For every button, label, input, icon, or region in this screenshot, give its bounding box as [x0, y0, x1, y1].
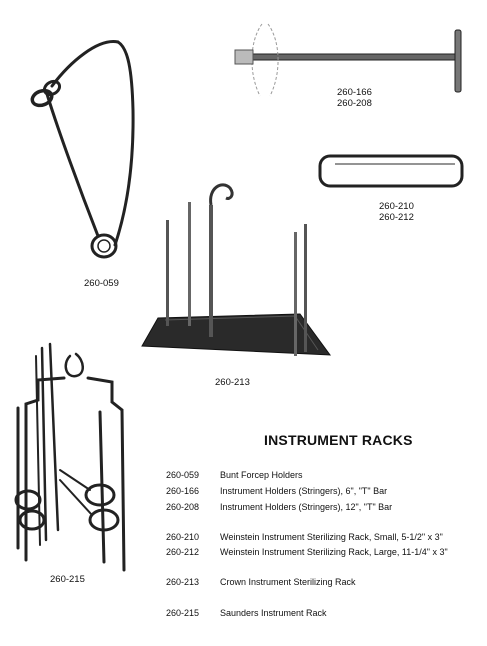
saunders-rack-illustration	[14, 342, 126, 572]
catalog-row: 260-215 Saunders Instrument Rack	[166, 608, 327, 619]
item-description: Saunders Instrument Rack	[220, 608, 327, 618]
catalog-row: 260-210 Weinstein Instrument Sterilizing …	[166, 532, 443, 543]
label-260-213: 260-213	[215, 377, 250, 388]
label-260-215: 260-215	[50, 574, 85, 585]
label-260-210: 260-210	[379, 201, 414, 212]
weinstein-rack-illustration	[318, 154, 464, 188]
label-260-059: 260-059	[84, 278, 119, 289]
item-description: Bunt Forcep Holders	[220, 470, 303, 480]
item-code: 260-213	[166, 577, 200, 587]
catalog-row: 260-166 Instrument Holders (Stringers), 6…	[166, 486, 387, 497]
label-260-212: 260-212	[379, 212, 414, 223]
item-description: Instrument Holders (Stringers), 6", "T" …	[220, 486, 388, 496]
label-260-208: 260-208	[337, 98, 372, 109]
catalog-row: 260-213 Crown Instrument Sterilizing Rack	[166, 577, 356, 588]
item-description: Instrument Holders (Stringers), 12", "T"…	[220, 502, 393, 512]
item-code: 260-166	[166, 486, 200, 496]
label-260-166: 260-166	[337, 87, 372, 98]
forcep-holder-illustration	[30, 40, 135, 259]
section-heading: INSTRUMENT RACKS	[264, 432, 413, 448]
catalog-row: 260-212 Weinstein Instrument Sterilizing …	[166, 547, 448, 558]
item-description: Weinstein Instrument Sterilizing Rack, L…	[220, 547, 448, 557]
catalog-row: 260-208 Instrument Holders (Stringers), 1…	[166, 502, 392, 513]
crown-rack-illustration	[141, 183, 332, 356]
item-code: 260-212	[166, 547, 200, 557]
item-description: Weinstein Instrument Sterilizing Rack, S…	[220, 532, 443, 542]
t-bar-holder-illustration	[234, 23, 462, 97]
catalog-row: 260-059 Bunt Forcep Holders	[166, 470, 303, 481]
item-code: 260-210	[166, 532, 200, 542]
item-code: 260-215	[166, 608, 200, 618]
item-code: 260-208	[166, 502, 200, 512]
item-code: 260-059	[166, 470, 200, 480]
item-description: Crown Instrument Sterilizing Rack	[220, 577, 356, 587]
